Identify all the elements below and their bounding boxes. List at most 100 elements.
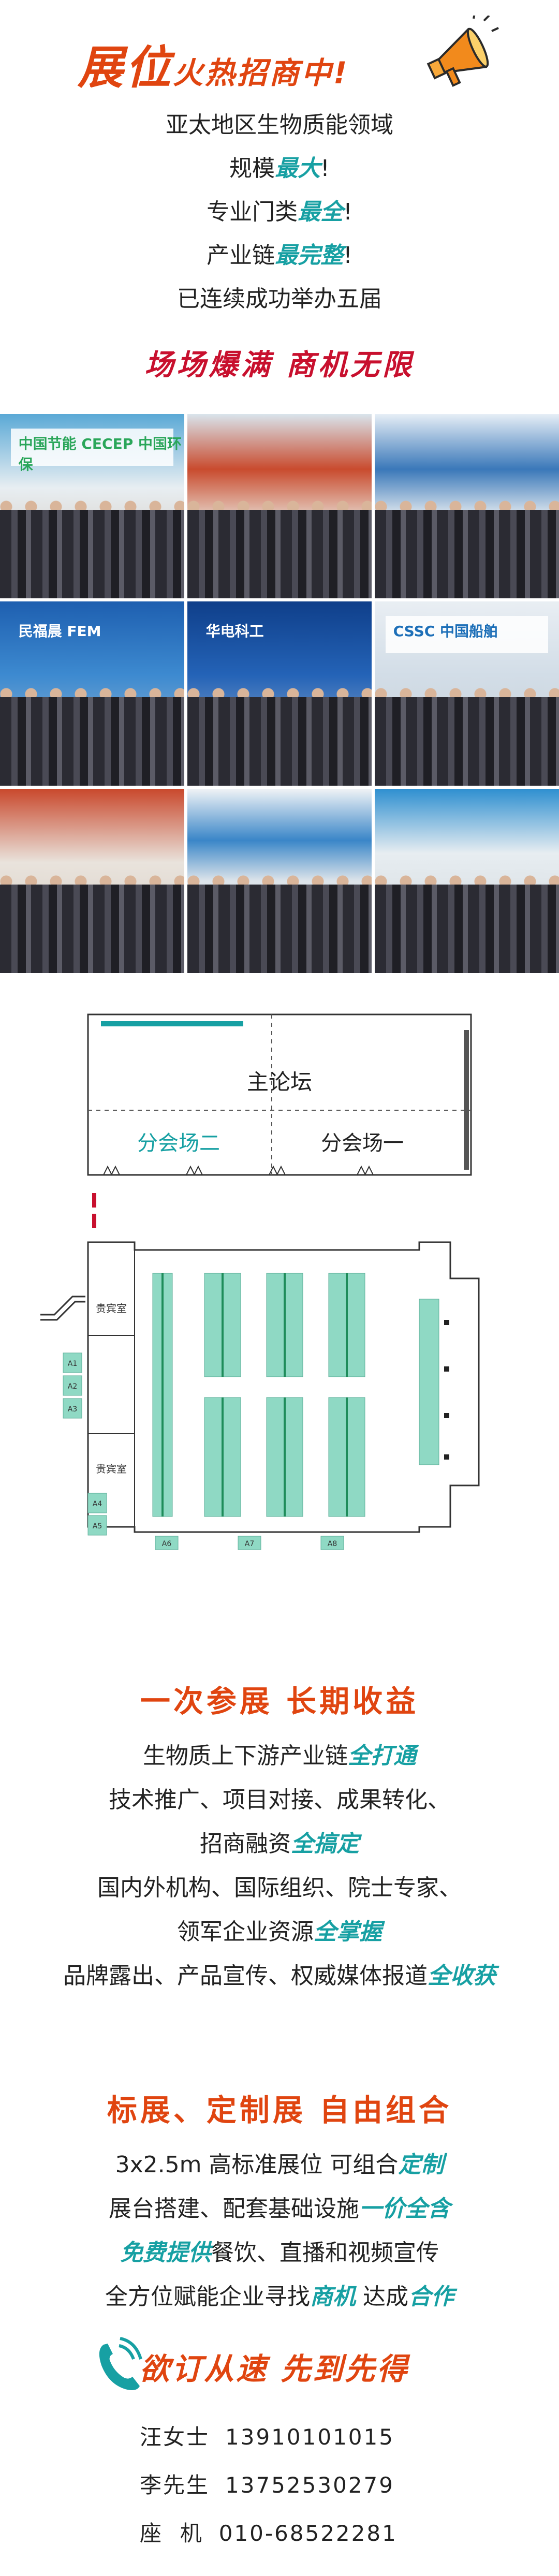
entrance-mark — [92, 1214, 96, 1228]
benefit-line-5-pre: 领军企业资源 — [177, 1919, 314, 1945]
hero-title-main: 展位 — [78, 41, 173, 94]
booth-a5-label: A5 — [93, 1522, 102, 1530]
section-booth-types-title: 标展、定制展 自由组合 — [107, 2093, 452, 2128]
booth-line-4: 全方位赋能企业寻找商机 达成合作 — [0, 2275, 559, 2319]
photo-crowd — [0, 697, 184, 786]
benefit-line-1-em: 全打通 — [348, 1743, 416, 1769]
photo-crowd — [0, 885, 184, 973]
photo-banner-text: 中国节能 CECEP 中国环保 — [18, 435, 182, 473]
exhibition-photo — [375, 414, 559, 598]
booth-a3 — [63, 1398, 82, 1419]
section-benefits-lines: 生物质上下游产业链全打通 技术推广、项目对接、成果转化、 招商融资全搞定 国内外… — [0, 1734, 559, 1998]
booth-line-1-em: 定制 — [398, 2152, 444, 2178]
exhibition-photo — [375, 789, 559, 973]
benefit-line-5: 领军企业资源全掌握 — [0, 1910, 559, 1954]
exhibition-photo: 民福晨 FEM — [0, 601, 184, 786]
booth-a4-label: A4 — [93, 1500, 102, 1508]
benefit-line-6-em: 全收获 — [428, 1963, 496, 1989]
hero-line-1: 亚太地区生物质能领域 — [166, 112, 393, 138]
booth-a6-label: A6 — [162, 1540, 172, 1548]
booth-column — [419, 1299, 439, 1465]
photo-banner-text: 华电科工 — [205, 622, 264, 640]
forum-doors — [103, 1165, 374, 1175]
benefit-line-1-pre: 生物质上下游产业链 — [143, 1743, 348, 1769]
vip-room-1: 贵宾室 — [96, 1302, 127, 1315]
hero-section: 展位火热招商中! 亚太地区生物质能领域 规模最大! 专业门类最全! 产业链最完整… — [0, 0, 559, 414]
photo-crowd — [0, 510, 184, 598]
booth-a7 — [238, 1536, 261, 1550]
hero-line-4: 产业链最完整! — [0, 234, 559, 277]
booth-line-3-em: 免费提供 — [120, 2240, 211, 2266]
sub-venue-2-label: 分会场二 — [137, 1131, 220, 1155]
phone-icon — [99, 2337, 142, 2390]
photo-banner-text: 民福晨 FEM — [18, 622, 101, 640]
benefit-line-1: 生物质上下游产业链全打通 — [0, 1734, 559, 1778]
floor-plan-drawing: 主论坛 分会场二 分会场一 贵宾室 贵宾室 A1 A2 — [40, 1013, 480, 1550]
contact-title: 欲订从速 先到先得 — [140, 2351, 409, 2387]
contact-name-3: 座 机 — [140, 2521, 203, 2546]
contact-row-2: 李先生 13752530279 — [140, 2468, 394, 2499]
hero-line-3: 专业门类最全! — [0, 190, 559, 234]
hero-lines: 亚太地区生物质能领域 规模最大! 专业门类最全! 产业链最完整! 已连续成功举办… — [0, 104, 559, 321]
booth-a1 — [63, 1352, 82, 1373]
benefit-line-3: 招商融资全搞定 — [0, 1822, 559, 1866]
exhibition-photo: CSSC 中国船舶 — [375, 601, 559, 786]
forum-screen — [464, 1030, 469, 1170]
booth-a7-label: A7 — [245, 1540, 254, 1548]
booth-line-3-post: 餐饮、直播和视频宣传 — [211, 2240, 439, 2266]
escalator-icon — [40, 1296, 85, 1321]
benefit-line-4: 国内外机构、国际组织、院士专家、 — [97, 1875, 462, 1901]
booth-a1-label: A1 — [68, 1360, 77, 1368]
hero-title-sub: 火热招商中! — [173, 55, 349, 91]
contact-phone-1[interactable]: 13910101015 — [225, 2424, 394, 2450]
hero-line-5: 已连续成功举办五届 — [177, 286, 382, 312]
hero-line-3-pre: 专业门类 — [207, 199, 298, 225]
photo-crowd — [187, 697, 372, 786]
benefit-line-3-pre: 招商融资 — [200, 1831, 291, 1857]
booth-line-2: 展台搭建、配套基础设施一价全含 — [0, 2187, 559, 2231]
section-booth-types-lines: 3x2.5m 高标准展位 可组合定制 展台搭建、配套基础设施一价全含 免费提供餐… — [0, 2143, 559, 2319]
photo-banner — [11, 429, 173, 466]
photo-banner — [386, 616, 548, 653]
benefit-line-3-em: 全搞定 — [291, 1831, 359, 1857]
forum-room — [87, 1013, 472, 1176]
floor-plan: 主论坛 分会场二 分会场一 贵宾室 贵宾室 A1 A2 — [0, 1009, 559, 1661]
left-booths: A1 A2 A3 A4 A5 — [63, 1352, 107, 1536]
hero-slogan: 场场爆满 商机无限 — [144, 348, 415, 382]
contact-row-3: 座 机 010-68522281 — [140, 2516, 398, 2548]
booth-line-4-mid: 达成 — [356, 2284, 408, 2310]
vip-room-2: 贵宾室 — [96, 1463, 127, 1475]
benefit-line-6: 品牌露出、产品宣传、权威媒体报道全收获 — [0, 1954, 559, 1998]
hero-line-2-post: ! — [320, 155, 330, 182]
booth-grid — [152, 1273, 449, 1517]
contact-phone-2[interactable]: 13752530279 — [225, 2472, 394, 2498]
exhibition-photo: 华电科工 — [187, 601, 372, 786]
hero-line-4-pre: 产业链 — [207, 242, 275, 269]
booth-line-1: 3x2.5m 高标准展位 可组合定制 — [0, 2143, 559, 2187]
exhibition-photo-grid: 中国节能 CECEP 中国环保 民福晨 FEM 华电科工 CSSC 中国船舶 — [0, 414, 559, 973]
hero-title: 展位火热招商中! — [78, 31, 349, 97]
contact-name-1: 汪女士 — [140, 2424, 210, 2450]
hero-line-3-em: 最全 — [298, 199, 344, 225]
contact-phone-3[interactable]: 010-68522281 — [218, 2521, 398, 2546]
benefit-line-6-pre: 品牌露出、产品宣传、权威媒体报道 — [63, 1963, 428, 1989]
photo-crowd — [375, 697, 559, 786]
hero-line-3-post: ! — [343, 199, 352, 225]
section-benefits-title: 一次参展 长期收益 — [140, 1684, 419, 1719]
entrance-mark — [92, 1193, 96, 1208]
bottom-booths: A6 A7 A8 — [155, 1536, 344, 1550]
booth-a8 — [320, 1536, 344, 1550]
booth-a4 — [87, 1493, 107, 1513]
hero-line-4-post: ! — [343, 242, 352, 269]
contact-name-2: 李先生 — [140, 2472, 210, 2498]
hero-line-2: 规模最大! — [0, 147, 559, 190]
booth-a8-label: A8 — [328, 1540, 337, 1548]
booth-a5 — [87, 1515, 107, 1536]
hero-line-2-em: 最大 — [275, 155, 321, 182]
benefit-line-2: 技术推广、项目对接、成果转化、 — [109, 1787, 450, 1813]
booth-line-2-em: 一价全含 — [359, 2196, 450, 2222]
photo-crowd — [375, 510, 559, 598]
megaphone-icon — [426, 16, 499, 87]
exhibition-photo — [0, 789, 184, 973]
booth-a6 — [155, 1536, 179, 1550]
